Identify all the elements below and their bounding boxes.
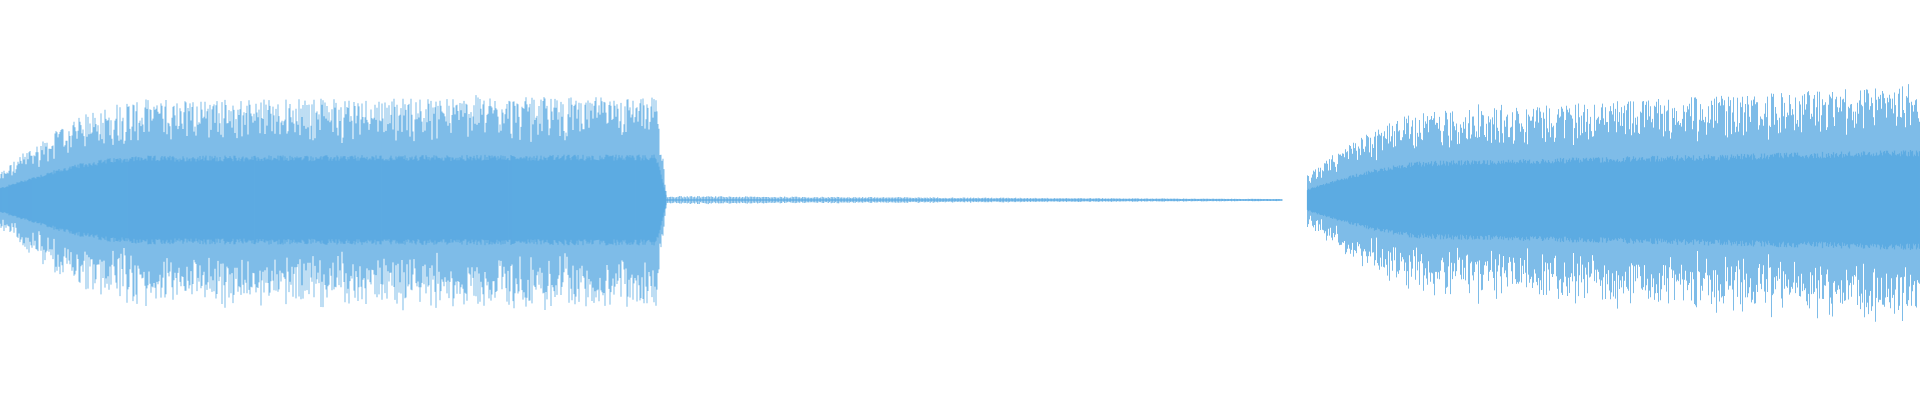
waveform-samples xyxy=(0,84,1920,322)
